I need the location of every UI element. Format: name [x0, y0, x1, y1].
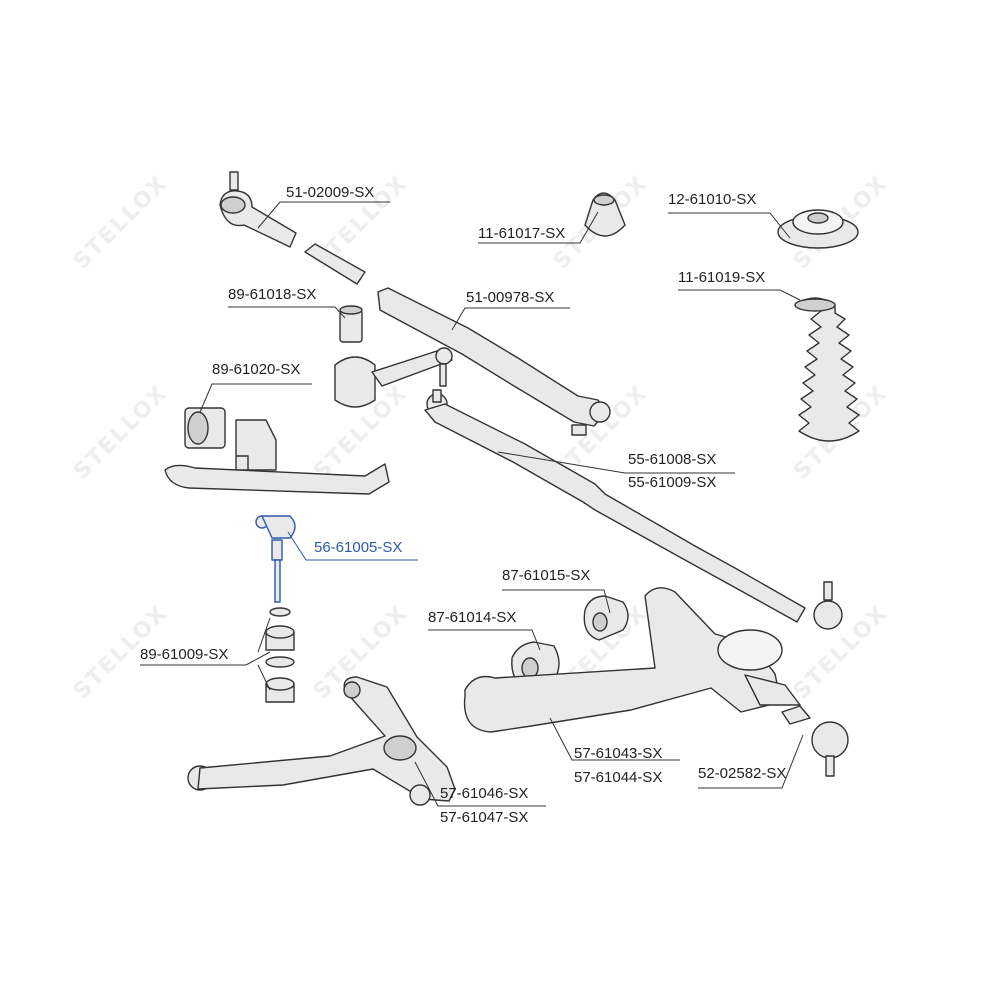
part-label-11-61019[interactable]: 11-61019-SX	[678, 269, 766, 286]
leader-line	[257, 617, 271, 653]
part-label-11-61017[interactable]: 11-61017-SX	[478, 225, 566, 242]
tie-rod-end-part	[219, 171, 297, 248]
idler-bushing-part	[339, 305, 363, 343]
leader-line	[478, 211, 599, 244]
dust-boot-part	[794, 297, 860, 442]
part-label-12-61010[interactable]: 12-61010-SX	[668, 191, 757, 208]
part-label-89-61009[interactable]: 89-61009-SX	[140, 646, 229, 663]
leader-line	[502, 589, 611, 614]
center-link-part	[377, 287, 611, 436]
part-label-57-61044[interactable]: 57-61044-SX	[574, 769, 663, 786]
leader-line	[497, 451, 735, 474]
stabilizer-bar-part	[164, 463, 390, 495]
strut-mount-part	[777, 209, 859, 249]
leader-line	[549, 717, 680, 761]
part-label-57-61046[interactable]: 57-61046-SX	[440, 785, 529, 802]
idler-arm-part	[334, 347, 453, 408]
leader-line	[257, 664, 271, 691]
bushing-bracket-part	[235, 419, 277, 471]
leader-line	[668, 212, 791, 239]
leader-line	[140, 651, 271, 666]
part-label-57-61043[interactable]: 57-61043-SX	[574, 745, 663, 762]
leader-line	[698, 734, 804, 789]
bump-stop-part	[584, 192, 626, 237]
part-label-55-61009[interactable]: 55-61009-SX	[628, 474, 717, 491]
leader-line	[228, 306, 346, 319]
part-label-57-61047[interactable]: 57-61047-SX	[440, 809, 529, 826]
part-label-55-61008[interactable]: 55-61008-SX	[628, 451, 717, 468]
leader-line	[257, 201, 390, 229]
part-label-87-61014[interactable]: 87-61014-SX	[428, 609, 517, 626]
part-label-51-00978[interactable]: 51-00978-SX	[466, 289, 555, 306]
part-label-56-61005[interactable]: 56-61005-SX	[314, 539, 403, 556]
part-label-51-02009[interactable]: 51-02009-SX	[286, 184, 375, 201]
lower-control-arm-part	[187, 676, 456, 806]
stabilizer-link-part	[255, 515, 296, 603]
leader-line	[199, 383, 312, 413]
leader-line	[678, 289, 801, 301]
link-bushing-set-part	[265, 607, 295, 703]
part-label-52-02582[interactable]: 52-02582-SX	[698, 765, 787, 782]
leader-line	[414, 761, 546, 807]
tie-rod-part	[424, 389, 843, 630]
part-label-87-61015[interactable]: 87-61015-SX	[502, 567, 591, 584]
adjusting-sleeve-part	[304, 243, 366, 285]
stabilizer-bushing-part	[184, 407, 226, 449]
upper-arm-bushing-part	[583, 595, 629, 641]
leader-line	[451, 307, 570, 331]
part-label-89-61020[interactable]: 89-61020-SX	[212, 361, 301, 378]
upper-control-arm-part	[463, 587, 801, 733]
part-label-89-61018[interactable]: 89-61018-SX	[228, 286, 317, 303]
leader-line	[287, 531, 418, 561]
leader-line	[428, 629, 541, 651]
ball-joint-part	[781, 705, 849, 777]
